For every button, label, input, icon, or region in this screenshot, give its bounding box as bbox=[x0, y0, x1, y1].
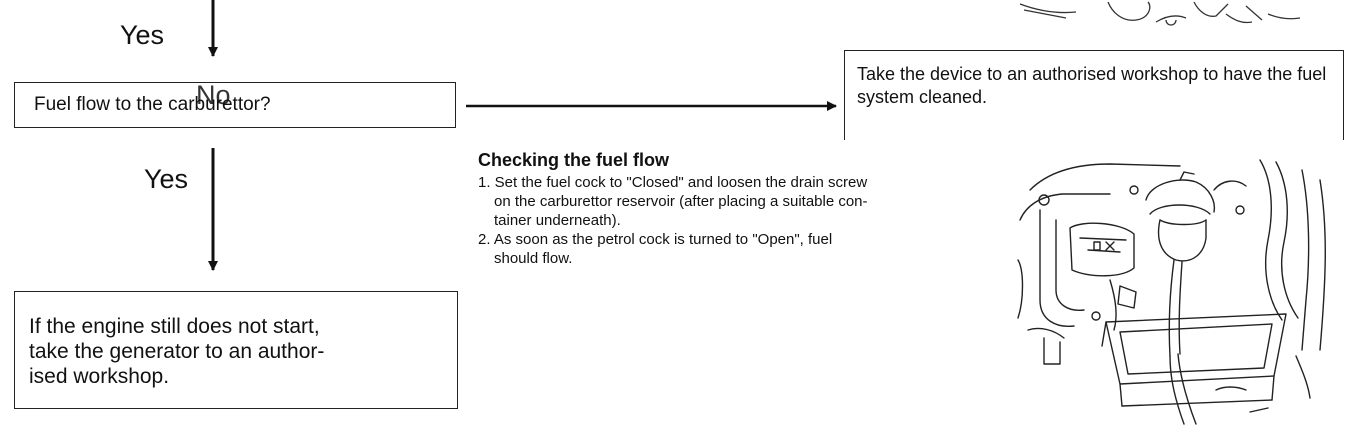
decision-question: Fuel flow to the carburettor? bbox=[34, 94, 271, 115]
step-2-line: should flow. bbox=[494, 250, 573, 267]
step-2-line: 2. As soon as the petrol cock is turned … bbox=[478, 231, 833, 248]
final-action-line: take the generator to an author- bbox=[29, 340, 325, 363]
final-action-box: If the engine still does not start, take… bbox=[14, 291, 458, 409]
engine-sketch-cropped-icon bbox=[1019, 1, 1301, 26]
no-action-text: Take the device to an authorised worksho… bbox=[857, 64, 1327, 107]
final-action-line: If the engine still does not start, bbox=[29, 315, 320, 338]
final-action-line: ised workshop. bbox=[29, 365, 170, 388]
yes-label-mid: Yes bbox=[144, 164, 189, 194]
instructions-title: Checking the fuel flow bbox=[478, 150, 670, 170]
instructions-section: Checking the fuel flow 1. Set the fuel c… bbox=[478, 150, 998, 268]
carburettor-drain-container-icon bbox=[1017, 159, 1326, 425]
step-1: 1. Set the fuel cock to "Closed" and loo… bbox=[478, 173, 998, 230]
step-1-line: 1. Set the fuel cock to "Closed" and loo… bbox=[478, 174, 868, 191]
no-label: No bbox=[196, 80, 231, 110]
step-2: 2. As soon as the petrol cock is turned … bbox=[478, 230, 998, 268]
no-action-box: Take the device to an authorised worksho… bbox=[844, 50, 1344, 140]
step-1-line: tainer underneath). bbox=[494, 212, 621, 229]
yes-label-top: Yes bbox=[120, 20, 165, 50]
decision-box: Fuel flow to the carburettor? bbox=[14, 82, 456, 128]
step-1-line: on the carburettor reservoir (after plac… bbox=[494, 193, 868, 210]
